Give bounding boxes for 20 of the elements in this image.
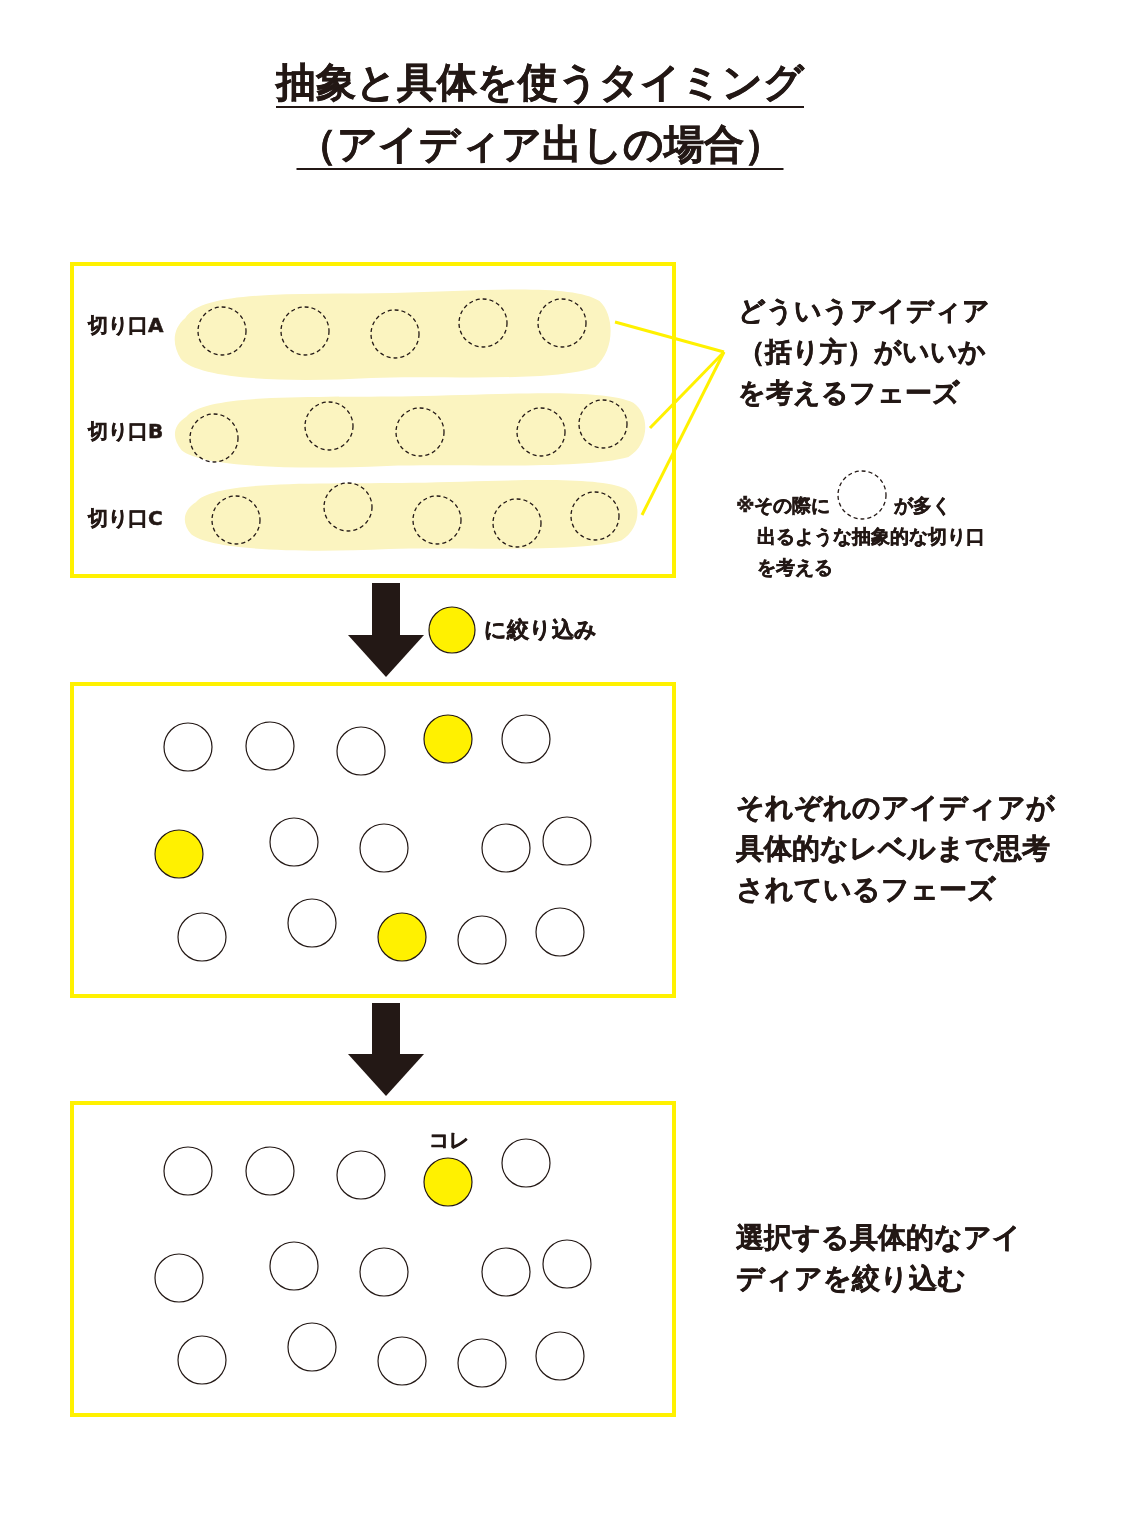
leader-line — [640, 351, 726, 516]
frame-box — [70, 262, 676, 578]
leader-line — [648, 350, 726, 430]
note-text: ※その際に — [736, 492, 831, 518]
arrow — [348, 1003, 424, 1096]
description-text: 選択する具体的なアイディアを絞り込む — [736, 1220, 1022, 1297]
circle-label: コレ — [429, 1127, 469, 1153]
description-text: どういうアイディア（括り方）がいいかを考えるフェーズ — [724, 290, 994, 413]
band-label: 切り口A — [88, 312, 164, 339]
edge-label: に絞り込み — [484, 616, 597, 644]
frame-box — [70, 682, 676, 998]
band-label: 切り口C — [88, 505, 163, 532]
title: 抽象と具体を使うタイミング（アイディア出しの場合） — [274, 58, 806, 169]
note-text: が多く — [894, 492, 952, 518]
frame-box — [70, 1101, 676, 1417]
band-label: 切り口B — [88, 418, 164, 445]
arrow — [348, 583, 424, 677]
leader-line — [614, 320, 725, 354]
description-text: それぞれのアイディアが具体的なレベルまで思考されているフェーズ — [736, 789, 1056, 908]
note-text: 出るような抽象的な切り口を考える — [757, 524, 986, 580]
